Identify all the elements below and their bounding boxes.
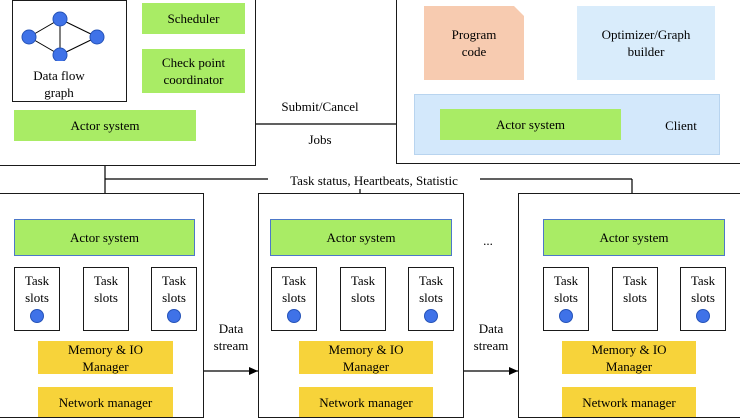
- tm3-task-slot-2: Task slots: [612, 267, 658, 331]
- ellipsis-label: ...: [483, 233, 493, 248]
- tm1-task-slot-2: Task slots: [83, 267, 129, 331]
- data-stream-label-1: Data stream: [213, 321, 249, 353]
- tm3-slot-1-dot: [559, 309, 573, 323]
- tm1-actor-system-box: Actor system: [14, 219, 195, 256]
- tm2-network-manager: Network manager: [299, 387, 433, 417]
- tm2-slot-3-dot: [424, 309, 438, 323]
- client-label: Client: [665, 118, 697, 133]
- checkpoint-coordinator-box: Check point coordinator: [142, 49, 245, 93]
- scheduler-box: Scheduler: [142, 3, 245, 34]
- optimizer-graph-builder-box: Optimizer/Graph builder: [577, 6, 715, 80]
- submit-cancel-label: Submit/Cancel: [281, 99, 359, 114]
- data-stream-label-2: Data stream: [473, 321, 509, 353]
- tm3-slot-3-dot: [696, 309, 710, 323]
- tm3-actor-system-box: Actor system: [543, 219, 725, 256]
- dataflow-graph-icon: [21, 11, 105, 61]
- tm1-memory-io-manager: Memory & IO Manager: [38, 341, 173, 374]
- tm1-slot-3-dot: [167, 309, 181, 323]
- task-status-label: Task status, Heartbeats, Statistic: [268, 172, 480, 189]
- jobs-label: Jobs: [308, 132, 332, 147]
- program-code-box: Program code: [451, 27, 497, 59]
- tm2-memory-io-manager: Memory & IO Manager: [299, 341, 433, 374]
- jm-actor-system-box: Actor system: [14, 110, 196, 141]
- tm1-slot-1-dot: [30, 309, 44, 323]
- client-actor-system-box: Actor system: [440, 109, 621, 140]
- tm2-slot-1-dot: [287, 309, 301, 323]
- tm2-task-slot-2: Task slots: [340, 267, 386, 331]
- tm1-network-manager: Network manager: [38, 387, 173, 417]
- tm3-network-manager: Network manager: [562, 387, 696, 417]
- dataflow-graph-box: Data flow graph: [12, 0, 127, 102]
- tm3-memory-io-manager: Memory & IO Manager: [562, 341, 696, 374]
- tm2-actor-system-box: Actor system: [270, 219, 452, 256]
- dataflow-graph-label: Data flow graph: [33, 68, 85, 100]
